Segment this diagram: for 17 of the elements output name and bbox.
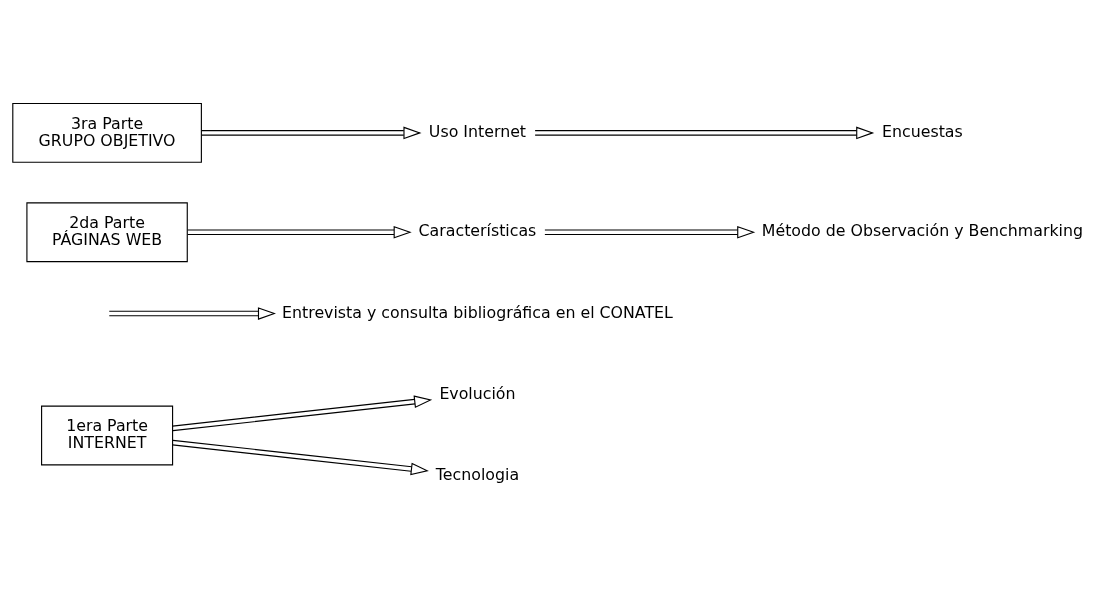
node-box: 1era Parte INTERNET (41, 405, 174, 465)
node-text: Características (418, 220, 537, 240)
arrow (108, 306, 276, 320)
node-text: Tecnologia (435, 464, 520, 484)
node-text: Entrevista y consulta bibliográfica en el CONATEL (282, 302, 673, 322)
node-text: Uso Internet (428, 121, 527, 141)
node-text: Evolución (439, 383, 516, 403)
arrow (171, 394, 433, 431)
arrow (171, 439, 429, 475)
node-text: Método de Observación y Benchmarking (761, 220, 1083, 240)
arrow (201, 126, 422, 139)
arrow (534, 126, 875, 139)
arrow (187, 225, 412, 239)
node-text: Encuestas (882, 121, 963, 141)
node-box: 2da Parte PÁGINAS WEB (26, 201, 188, 262)
node-box: 3ra Parte GRUPO OBJETIVO (12, 102, 202, 163)
arrow (544, 225, 756, 239)
